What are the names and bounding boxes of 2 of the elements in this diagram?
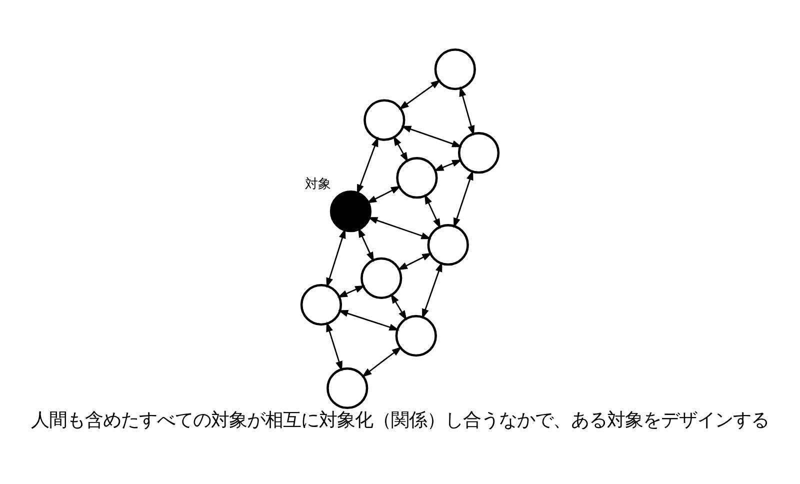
caption: 人間も含めたすべての対象が相互に対象化（関係）し合うなかで、ある対象をデザインする	[31, 410, 769, 431]
node-label: 対象	[304, 176, 331, 192]
